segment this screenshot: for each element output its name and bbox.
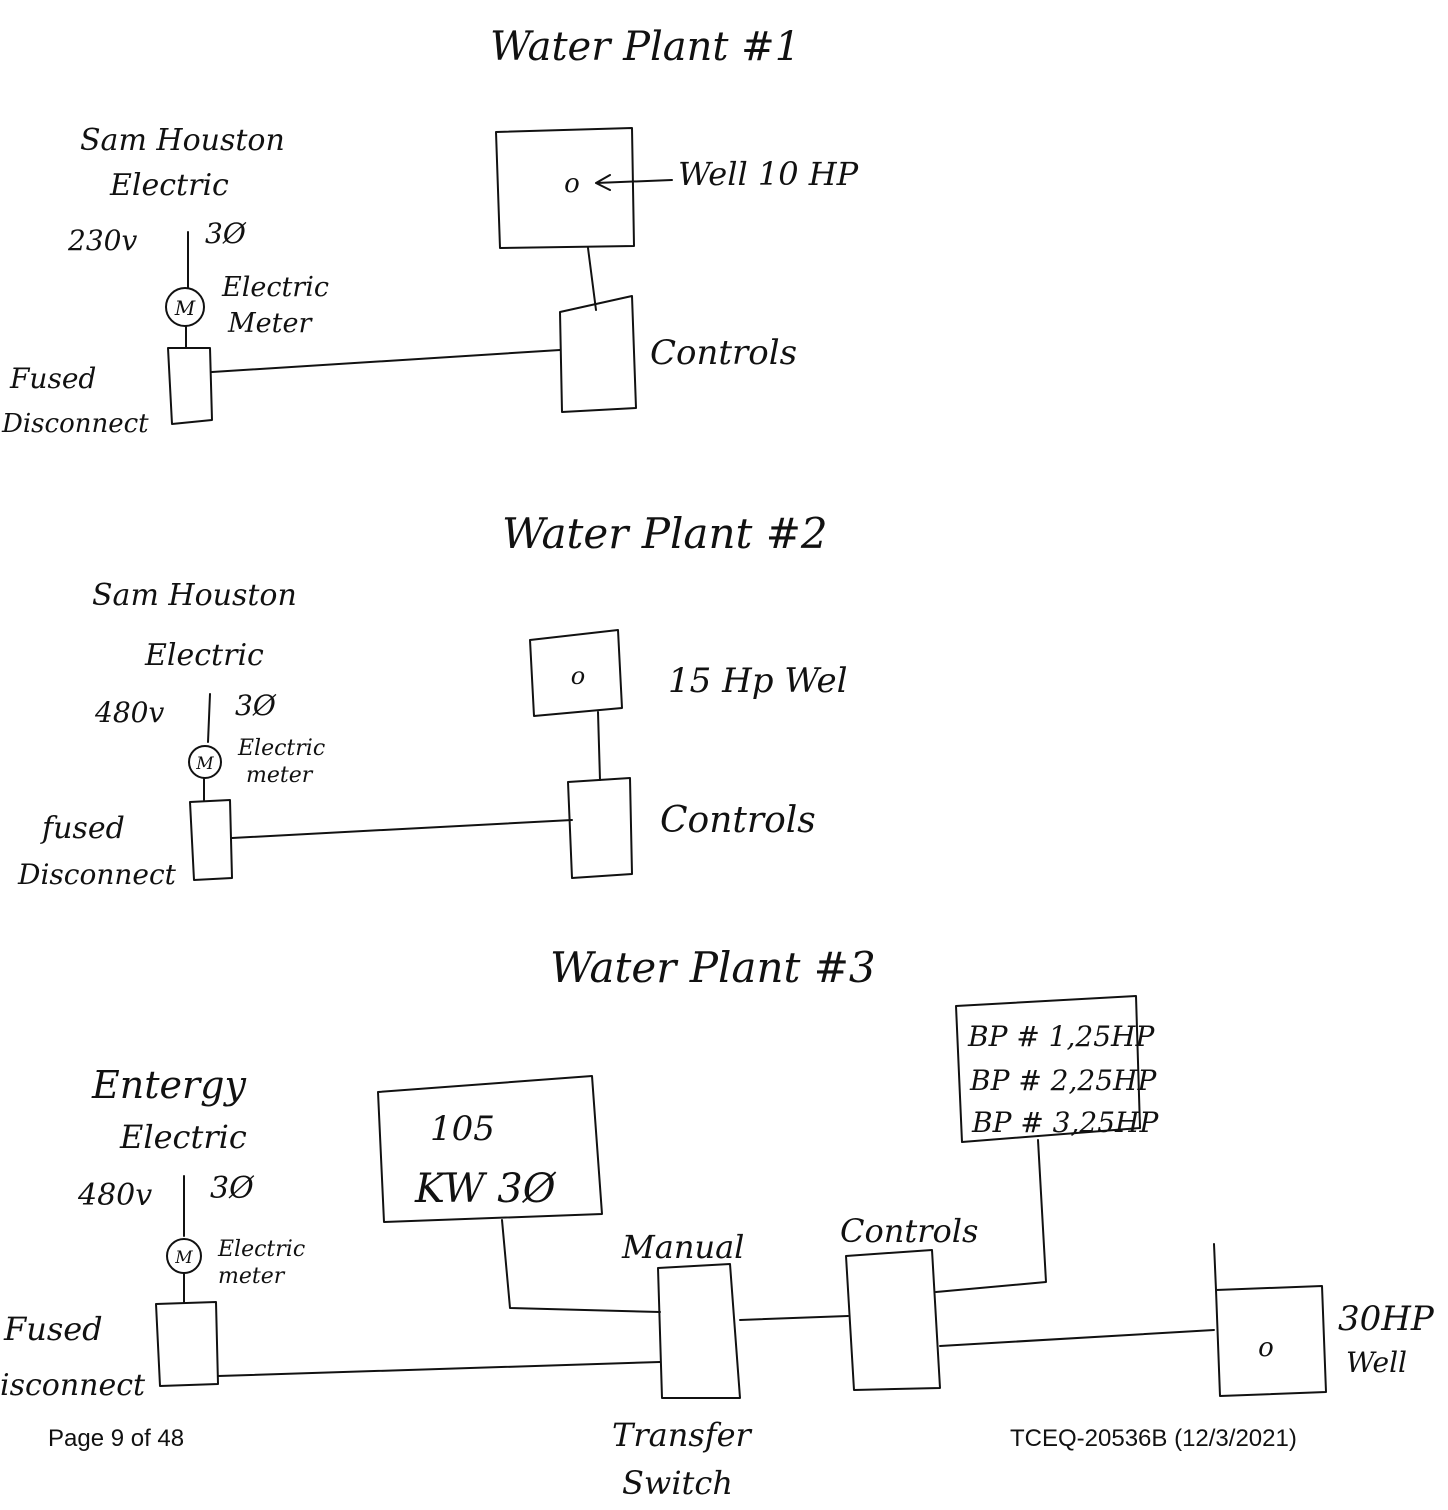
water-plant-2: Water Plant #2 Sam Houston Electric 480v… — [17, 509, 847, 891]
water-plant-3: Water Plant #3 Entergy Electric 480v 3Ø … — [0, 943, 1435, 1502]
plant-2-fused-disconnect — [190, 800, 232, 880]
plant-1-well-symbol: o — [564, 169, 580, 199]
plant-3-well-label-2: Well — [1346, 1346, 1407, 1379]
plant-1-controls-label: Controls — [650, 333, 797, 373]
plant-1-well-to-controls — [588, 248, 596, 310]
plant-1-fused-disconnect — [168, 348, 212, 424]
plant-3-meter-label-2: meter — [218, 1264, 286, 1289]
plant-3-controls-label: Controls — [840, 1212, 978, 1250]
plant-3-meter-letter: M — [174, 1248, 193, 1268]
footer-page-number: Page 9 of 48 — [48, 1425, 184, 1452]
plant-1-voltage: 230v — [67, 224, 137, 257]
plant-3-well-label-1: 30HP — [1338, 1299, 1435, 1339]
plant-3-utility-type: Electric — [119, 1118, 247, 1156]
plant-2-controls-box — [568, 778, 632, 878]
plant-3-utility-name: Entergy — [91, 1063, 246, 1107]
plant-1-controls-box — [560, 296, 636, 412]
plant-3-booster-pump-1: BP # 1,25HP — [967, 1020, 1155, 1053]
plant-1-title: Water Plant #1 — [490, 24, 800, 70]
plant-2-utility-name: Sam Houston — [92, 578, 297, 613]
plant-3-transfer-switch — [658, 1264, 740, 1398]
plant-3-controls-to-well — [940, 1330, 1214, 1346]
plant-3-transfer-bottom-label-1: Transfer — [612, 1416, 753, 1454]
plant-3-generator-kw: KW 3Ø — [414, 1166, 557, 1212]
plant-2-feeder-line — [232, 820, 572, 838]
plant-3-transfer-bottom-label-2: Switch — [622, 1464, 733, 1502]
plant-1-well-label: Well 10 HP — [678, 155, 859, 193]
water-plant-1: Water Plant #1 Sam Houston Electric 230v… — [1, 24, 859, 439]
plant-3-utility-to-transfer — [218, 1362, 660, 1376]
plant-3-booster-pump-3: BP # 3,25HP — [971, 1106, 1159, 1139]
plant-2-meter-label-2: meter — [246, 763, 314, 788]
plant-3-title: Water Plant #3 — [550, 943, 876, 992]
plant-3-transfer-to-controls — [740, 1316, 848, 1320]
plant-3-transfer-top-label: Manual — [621, 1228, 744, 1266]
plant-3-well-riser — [1214, 1244, 1216, 1290]
plant-3-well-symbol: o — [1258, 1333, 1274, 1363]
plant-2-controls-label: Controls — [660, 800, 816, 841]
plant-3-meter-label-1: Electric — [217, 1237, 305, 1262]
plant-1-disconnect-label-2: Disconnect — [1, 409, 149, 439]
plant-1-meter-label-2: Meter — [227, 308, 313, 339]
plant-2-utility-type: Electric — [144, 638, 264, 673]
plant-1-meter-letter: M — [174, 296, 196, 320]
plant-2-voltage: 480v — [94, 696, 164, 729]
plant-3-phase: 3Ø — [210, 1171, 255, 1206]
plant-2-meter-label-1: Electric — [237, 736, 325, 761]
plant-2-well-to-controls — [598, 712, 600, 780]
plant-2-well-symbol: o — [571, 662, 585, 690]
plant-3-disconnect-label-2: isconnect — [0, 1368, 146, 1403]
footer-form-id: TCEQ-20536B (12/3/2021) — [1010, 1425, 1297, 1452]
plant-3-controls-box — [846, 1250, 940, 1390]
plant-2-meter-letter: M — [195, 754, 214, 774]
plant-1-utility-type: Electric — [109, 168, 229, 203]
plant-2-disconnect-label-2: Disconnect — [17, 858, 177, 891]
plant-1-phase: 3Ø — [205, 217, 247, 250]
plant-2-service-drop — [208, 694, 210, 742]
plant-1-disconnect-label-1: Fused — [9, 362, 96, 395]
plant-2-phase: 3Ø — [235, 689, 277, 722]
plant-2-well-label: 15 Hp Wel — [668, 661, 847, 701]
plant-3-booster-pump-2: BP # 2,25HP — [969, 1064, 1157, 1097]
plant-2-disconnect-label-1: fused — [40, 811, 125, 846]
plant-3-disconnect-label-1: Fused — [3, 1310, 103, 1348]
plant-1-feeder-line — [212, 350, 560, 372]
plant-3-generator-rating: 105 — [430, 1109, 495, 1149]
plant-3-fused-disconnect — [156, 1302, 218, 1386]
plant-1-utility-name: Sam Houston — [80, 123, 285, 158]
plant-2-title: Water Plant #2 — [502, 509, 828, 558]
plant-1-meter-label-1: Electric — [221, 272, 329, 303]
plant-3-voltage: 480v — [77, 1178, 152, 1213]
